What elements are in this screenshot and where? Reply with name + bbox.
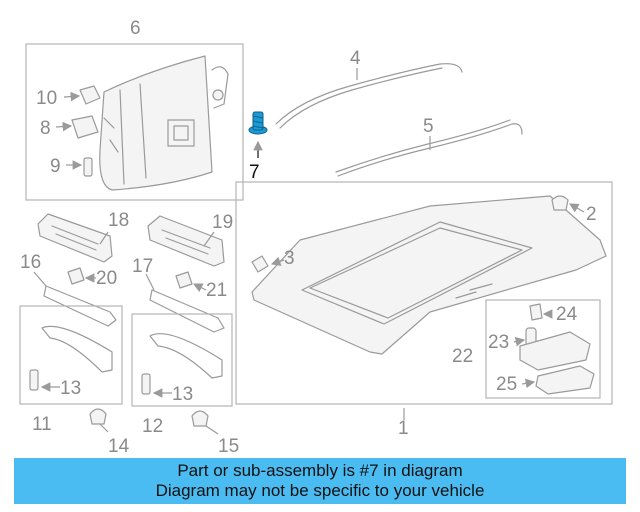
- callout-21: 21: [206, 280, 227, 301]
- callout-23: 23: [488, 332, 509, 353]
- clip-21[interactable]: [175, 271, 193, 289]
- callout-16: 16: [20, 252, 41, 273]
- callout-10: 10: [36, 88, 57, 109]
- info-banner: Part or sub-assembly is #7 in diagram Di…: [14, 458, 626, 504]
- handle-box-12: [131, 313, 233, 407]
- callout-14: 14: [108, 436, 130, 457]
- callout-2: 2: [586, 204, 597, 225]
- sun-visor-group: [25, 43, 244, 201]
- headliner-1[interactable]: [251, 195, 607, 355]
- visor-clip-10[interactable]: [79, 85, 101, 105]
- clip-2[interactable]: [551, 195, 569, 211]
- sun-visor-box: [25, 43, 244, 201]
- bracket-18[interactable]: [37, 213, 113, 263]
- clip-3[interactable]: [251, 255, 269, 273]
- banner-line-2: Diagram may not be specific to your vehi…: [155, 481, 485, 500]
- callout-labels: 6 4 5 10 8 9 7 18 19 2 3 16 17 20 21 24 …: [20, 18, 597, 457]
- callout-18: 18: [108, 210, 129, 231]
- callout-8: 8: [40, 118, 51, 139]
- callout-7: 7: [249, 162, 260, 183]
- banner-line-1: Part or sub-assembly is #7 in diagram: [177, 461, 463, 480]
- grab-handle-12[interactable]: [149, 333, 223, 379]
- cover-15[interactable]: [191, 410, 209, 427]
- callout-9: 9: [50, 156, 61, 177]
- callout-12: 12: [142, 416, 163, 437]
- left-handle-group: [19, 213, 123, 433]
- screw-9[interactable]: [83, 157, 93, 177]
- handle-bracket-17[interactable]: [149, 289, 225, 333]
- headliner-group: [235, 181, 613, 420]
- right-handle-group: [131, 215, 233, 435]
- callout-13b: 13: [172, 384, 193, 405]
- callout-17: 17: [132, 256, 153, 277]
- visor-holder-8[interactable]: [71, 115, 99, 139]
- callout-13a: 13: [60, 378, 81, 399]
- callout-25: 25: [496, 374, 517, 395]
- room-lamp-22[interactable]: [519, 331, 591, 371]
- cover-14[interactable]: [89, 408, 107, 425]
- weatherstrip-5[interactable]: [337, 123, 523, 177]
- sun-visor[interactable]: [99, 55, 213, 191]
- callout-1: 1: [398, 418, 409, 439]
- callout-6: 6: [130, 18, 141, 39]
- callout-19: 19: [212, 212, 233, 233]
- callout-22: 22: [452, 346, 473, 367]
- callout-4: 4: [350, 48, 361, 69]
- handle-box-11: [19, 305, 123, 405]
- callout-24: 24: [556, 304, 578, 325]
- lamp-bulb-24[interactable]: [529, 303, 543, 321]
- weatherstrip-4[interactable]: [275, 63, 463, 125]
- screw-13a[interactable]: [29, 369, 39, 391]
- clip-20[interactable]: [67, 267, 85, 285]
- lens-25[interactable]: [535, 365, 595, 395]
- headliner-box: [235, 181, 613, 405]
- callout-5: 5: [423, 116, 434, 137]
- part-7-screw[interactable]: [248, 111, 268, 158]
- callout-3: 3: [284, 248, 295, 269]
- bracket-19[interactable]: [147, 215, 225, 267]
- lamp-box-22: [485, 299, 601, 399]
- screw-13b[interactable]: [141, 373, 151, 395]
- grab-handle-11[interactable]: [41, 325, 113, 373]
- handle-bracket-16[interactable]: [43, 285, 117, 327]
- callout-15: 15: [218, 436, 239, 457]
- callout-20: 20: [96, 268, 117, 289]
- callout-11: 11: [32, 414, 52, 435]
- sunroof-opening: [301, 221, 533, 325]
